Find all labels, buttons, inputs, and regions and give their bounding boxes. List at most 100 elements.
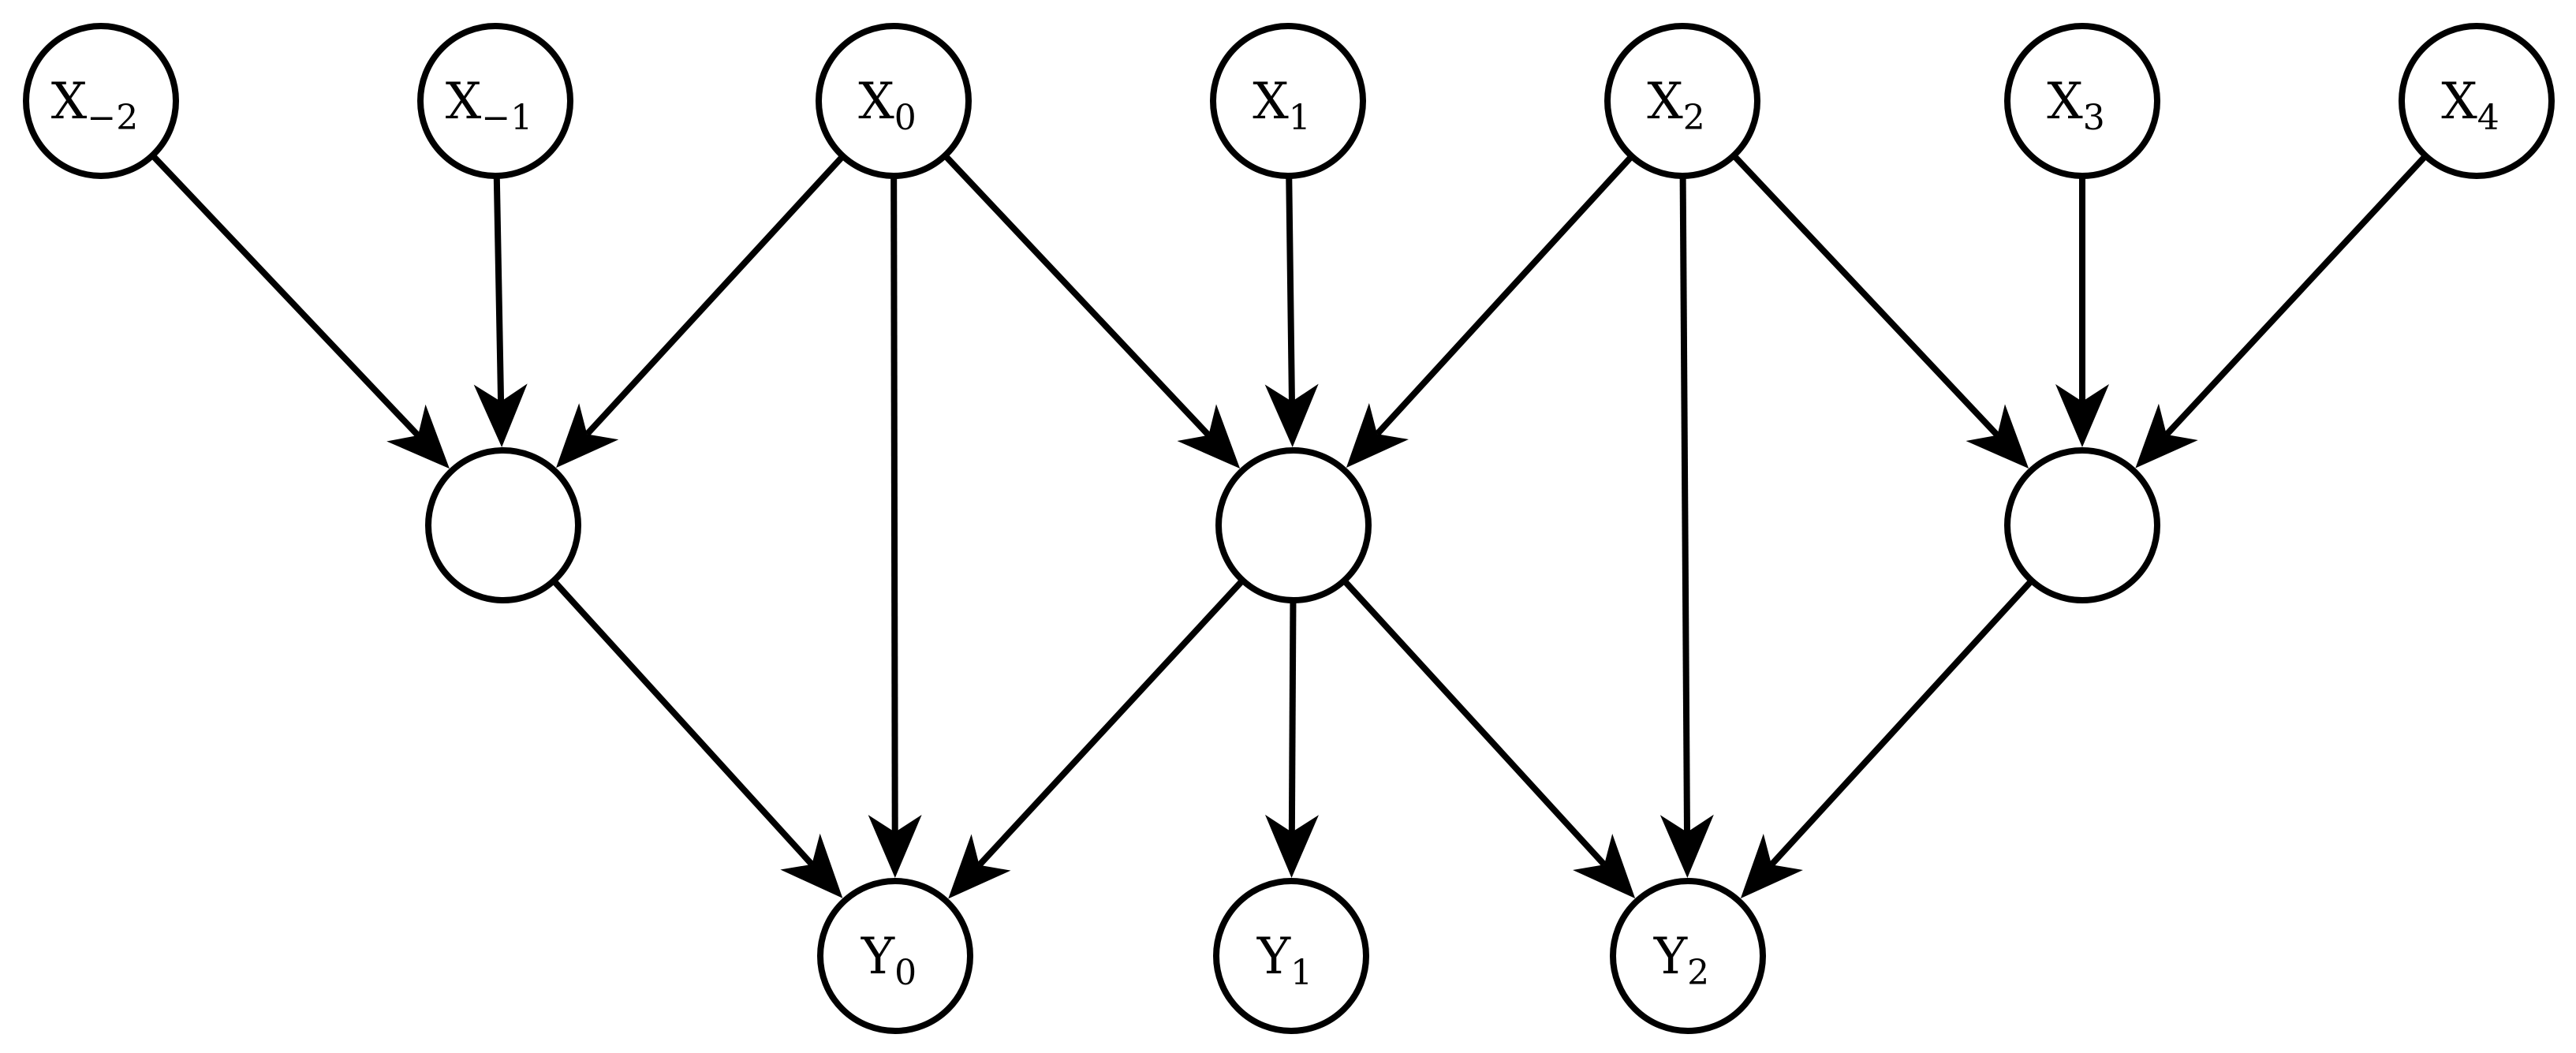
node-x-1: X−1 <box>417 23 573 179</box>
edge-line <box>1375 154 1634 436</box>
node-label-subscript: 1 <box>1289 98 1311 138</box>
node-x1: X1 <box>1210 23 1366 179</box>
node-label-subscript: 0 <box>894 953 917 993</box>
node-label: X1 <box>1253 73 1311 138</box>
edge-h0-to-y0 <box>551 578 843 898</box>
node-label: X3 <box>2047 73 2105 138</box>
arrowhead-icon <box>1264 383 1319 448</box>
arrowhead-icon <box>1264 814 1319 879</box>
node-label-main: Y <box>1653 928 1688 986</box>
arrowhead-icon <box>556 403 619 469</box>
edge-line <box>150 153 420 438</box>
node-label-main: X <box>446 73 482 131</box>
node-label: Y1 <box>1256 928 1312 993</box>
edge-line <box>943 153 1211 438</box>
edge-x2-to-h2 <box>1731 153 2029 469</box>
arrowhead-icon <box>1346 403 1409 469</box>
arrowhead-icon <box>948 834 1011 899</box>
node-label-subscript: 4 <box>2477 98 2499 138</box>
node-label: X4 <box>2441 73 2499 138</box>
edge-line <box>584 154 846 437</box>
edges <box>150 153 2429 899</box>
node-circle <box>2399 23 2555 179</box>
edge-line <box>1286 175 1295 402</box>
node-y1: Y1 <box>1213 878 1369 1034</box>
edge-x2-to-h1 <box>1346 154 1634 469</box>
arrowhead-icon <box>780 833 843 898</box>
node-h0 <box>425 447 581 603</box>
node-label: X−1 <box>446 73 532 138</box>
node-circle <box>817 878 973 1034</box>
edge-x2-to-y2 <box>1659 175 1714 879</box>
edge-line <box>493 175 505 402</box>
edge-x0-to-h0 <box>556 154 846 469</box>
arrowhead-icon <box>868 814 922 879</box>
edge-x0-to-y0 <box>868 175 922 879</box>
node-label-main: X <box>2441 73 2477 131</box>
node-label-subscript: 1 <box>1290 953 1312 993</box>
edge-line <box>976 578 1245 868</box>
edge-line <box>1679 175 1690 833</box>
arrowhead-icon <box>2055 384 2109 447</box>
arrowhead-icon <box>1659 814 1714 879</box>
node-x4: X4 <box>2399 23 2555 179</box>
edge-h1-to-y0 <box>948 578 1245 899</box>
arrowhead-icon <box>1740 834 1803 898</box>
node-label-main: X <box>1253 73 1289 131</box>
node-circle <box>1213 878 1369 1034</box>
arrowhead-icon <box>1966 404 2029 469</box>
node-label-subscript: 0 <box>894 98 917 138</box>
node-label-main: X <box>51 73 88 131</box>
node-label-subscript: 2 <box>1687 953 1709 993</box>
edge-line <box>2163 153 2429 437</box>
arrowhead-icon <box>386 404 450 469</box>
edge-x4-to-h2 <box>2135 153 2429 469</box>
node-label: X−2 <box>51 73 138 138</box>
node-circle <box>23 23 179 179</box>
node-label: Y2 <box>1653 928 1709 993</box>
node-label: X0 <box>858 73 917 138</box>
node-label-main: X <box>1647 73 1683 131</box>
arrowhead-icon <box>473 383 528 448</box>
node-label-subscript: −2 <box>87 98 138 138</box>
node-label-main: Y <box>1256 928 1291 986</box>
node-circle <box>2004 23 2160 179</box>
edge-line <box>890 175 898 833</box>
edge-line <box>1769 578 2034 867</box>
edge-x1-to-h1 <box>1264 175 1319 448</box>
arrowhead-icon <box>2135 403 2198 469</box>
node-label-subscript: 3 <box>2083 98 2105 138</box>
edge-h1-to-y2 <box>1342 578 1636 898</box>
node-circle <box>2004 447 2160 603</box>
node-label-main: X <box>858 73 894 131</box>
node-circle <box>417 23 573 179</box>
node-x-2: X−2 <box>23 23 179 179</box>
node-label-main: Y <box>861 928 895 986</box>
edge-line <box>551 578 815 867</box>
node-circle <box>1215 447 1372 603</box>
node-label-subscript: −1 <box>481 98 532 138</box>
edge-x-1-to-h0 <box>473 175 528 448</box>
edge-x-2-to-h0 <box>150 153 450 469</box>
node-label: X2 <box>1647 73 1705 138</box>
edge-line <box>1731 153 2000 438</box>
edge-x3-to-h2 <box>2055 176 2109 447</box>
node-circle <box>1610 878 1766 1034</box>
node-x3: X3 <box>2004 23 2160 179</box>
node-y0: Y0 <box>817 878 973 1034</box>
node-circle <box>816 23 972 179</box>
edge-x0-to-h1 <box>943 153 1241 469</box>
node-x2: X2 <box>1604 23 1760 179</box>
edge-line <box>1342 578 1607 867</box>
arrowhead-icon <box>1177 404 1241 469</box>
edge-h1-to-y1 <box>1264 599 1319 879</box>
node-y2: Y2 <box>1610 878 1766 1034</box>
edge-h2-to-y2 <box>1740 578 2034 898</box>
node-x0: X0 <box>816 23 972 179</box>
node-circle <box>1210 23 1366 179</box>
node-label-main: X <box>2047 73 2083 131</box>
edge-line <box>1288 599 1297 833</box>
node-h2 <box>2004 447 2160 603</box>
